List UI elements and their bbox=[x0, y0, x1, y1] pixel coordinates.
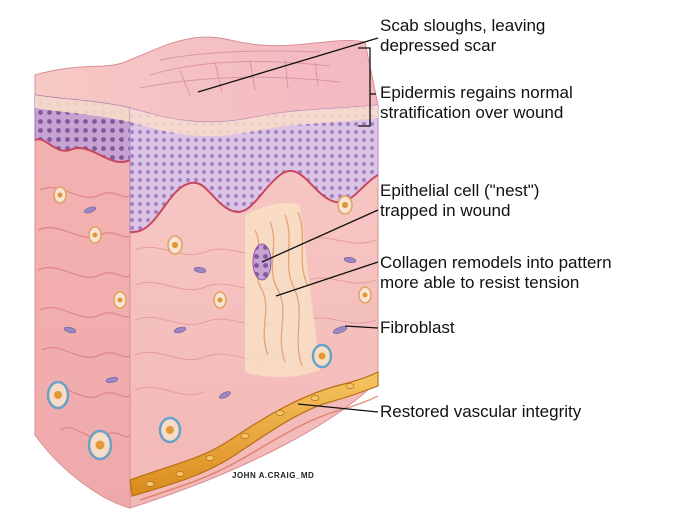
label-epidermis-line1: Epidermis regains normal bbox=[380, 83, 573, 102]
vessel-wall-wave bbox=[139, 395, 379, 501]
label-epithelial: Epithelial cell ("nest") trapped in woun… bbox=[380, 181, 539, 221]
leader-fibroblast bbox=[344, 325, 379, 329]
label-vascular-line1: Restored vascular integrity bbox=[380, 402, 582, 421]
leader-epithelial bbox=[261, 209, 379, 263]
basement-membrane-left bbox=[34, 138, 131, 163]
label-epidermis: Epidermis regains normal stratification … bbox=[380, 83, 573, 123]
capillaries bbox=[46, 186, 372, 461]
basement-membrane bbox=[129, 169, 379, 234]
fibroblasts bbox=[63, 206, 357, 399]
label-scab-line1: Scab sloughs, leaving bbox=[380, 16, 546, 35]
leader-scab bbox=[197, 37, 379, 93]
scab bbox=[139, 50, 341, 97]
label-scab-line2: depressed scar bbox=[380, 36, 497, 55]
red-blood-cells bbox=[145, 383, 355, 487]
leader-lines bbox=[197, 37, 379, 413]
label-fibroblast: Fibroblast bbox=[380, 318, 455, 338]
label-epithelial-line1: Epithelial cell ("nest") bbox=[380, 181, 540, 200]
label-collagen-line2: more able to resist tension bbox=[380, 273, 580, 292]
restored-vessel bbox=[129, 371, 379, 497]
label-epithelial-line2: trapped in wound bbox=[380, 201, 511, 220]
stratum-corneum-right bbox=[130, 105, 378, 137]
epidermis-bracket bbox=[358, 47, 371, 127]
leader-vascular bbox=[297, 403, 379, 413]
stratum-corneum-left bbox=[35, 95, 130, 122]
label-vascular: Restored vascular integrity bbox=[380, 402, 581, 422]
label-scab: Scab sloughs, leaving depressed scar bbox=[380, 16, 545, 56]
label-fibroblast-line1: Fibroblast bbox=[380, 318, 455, 337]
label-collagen: Collagen remodels into pattern more able… bbox=[380, 253, 612, 293]
label-collagen-line1: Collagen remodels into pattern bbox=[380, 253, 612, 272]
leader-collagen bbox=[275, 261, 379, 297]
label-epidermis-line2: stratification over wound bbox=[380, 103, 564, 122]
artist-signature: JOHN A.CRAIG_MD bbox=[232, 471, 315, 480]
